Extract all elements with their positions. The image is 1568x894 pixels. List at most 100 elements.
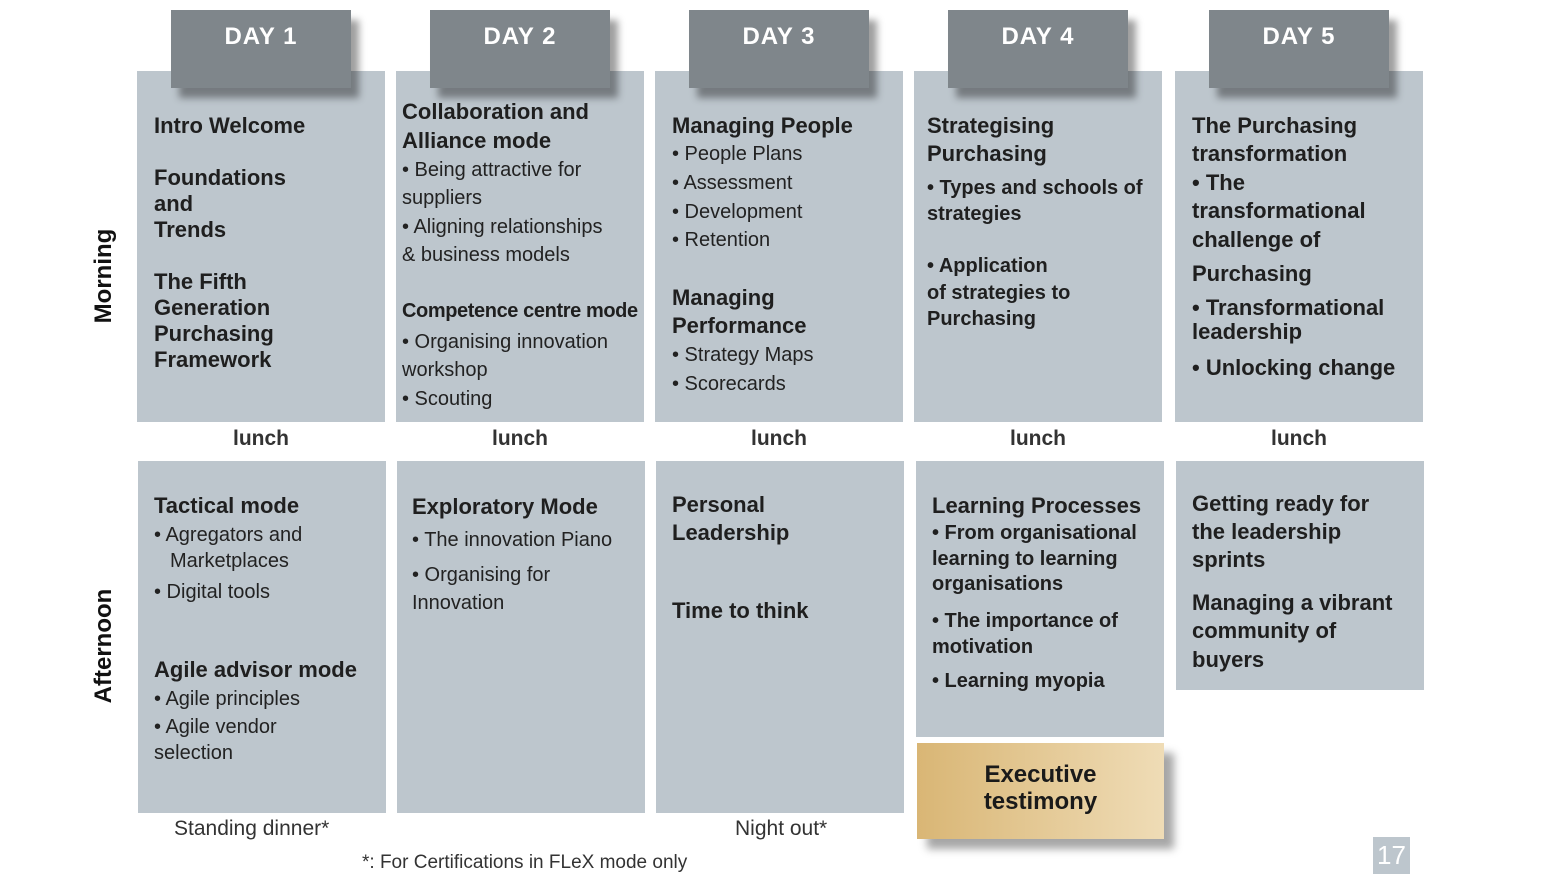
day-1-bullet: • Agregators and [154, 524, 303, 546]
day-4-bullet: strategies [927, 203, 1022, 225]
day-1-footer: Standing dinner* [174, 817, 330, 840]
day-4-heading: Learning Processes [932, 493, 1142, 518]
day-1-heading: Tactical mode [154, 493, 300, 518]
day-4-bullet: • The importance of [932, 610, 1118, 632]
day-5-line: the leadership [1192, 519, 1342, 544]
day-3-bullet: • Scorecards [672, 373, 786, 395]
day-1-morning-line: Generation [154, 295, 271, 320]
day-1-morning-panel: Intro Welcome Foundations and Trends The… [137, 71, 385, 422]
executive-testimony-line: Executive [984, 761, 1097, 788]
day-1-morning-line: and [154, 191, 194, 216]
day-3-bullet: • People Plans [672, 143, 803, 165]
day-4-heading: Purchasing [927, 141, 1047, 166]
day-3-heading: Performance [672, 313, 807, 338]
day-4-lunch: lunch [1010, 427, 1066, 450]
day-3-heading: Time to think [672, 598, 809, 623]
day-3-bullet: • Development [672, 201, 803, 223]
day-2-bullet: workshop [402, 359, 488, 381]
day-5-line: • Transformational [1192, 295, 1385, 320]
day-1-bullet: selection [154, 742, 233, 764]
day-5-line: transformational [1192, 198, 1366, 223]
day-1-morning-line: Intro Welcome [154, 113, 306, 138]
day-2-bullet: Innovation [412, 592, 505, 614]
day-1-morning-line: The Fifth [154, 269, 247, 294]
day-3-header: DAY 3 [689, 10, 869, 88]
day-5-afternoon-panel: Getting ready for the leadership sprints… [1176, 461, 1424, 690]
day-3-bullet: • Assessment [672, 172, 793, 194]
day-1-lunch: lunch [233, 427, 289, 450]
day-2-lunch: lunch [492, 427, 548, 450]
day-3-footer: Night out* [735, 817, 828, 840]
morning-label: Morning [90, 228, 117, 324]
day-2-bullet: • Being attractive for [402, 159, 582, 181]
day-3-heading: Personal [672, 492, 765, 517]
day-3-afternoon-panel: Personal Leadership Time to think [656, 461, 904, 813]
day-5-line: transformation [1192, 141, 1348, 166]
day-2-afternoon-panel: Exploratory Mode • The innovation Piano … [397, 461, 645, 813]
day-4-bullet: of strategies to [927, 282, 1071, 304]
day-2-heading: Exploratory Mode [412, 494, 598, 519]
day-3-heading: Managing People [672, 113, 853, 138]
day-2-header: DAY 2 [430, 10, 610, 88]
day-5-line: Purchasing [1192, 261, 1312, 286]
day-1-bullet: • Agile principles [154, 688, 300, 710]
day-5-line: sprints [1192, 547, 1266, 572]
day-5-lunch: lunch [1271, 427, 1327, 450]
day-5-line: buyers [1192, 647, 1265, 672]
day-1-morning-line: Purchasing [154, 321, 274, 346]
day-4-afternoon-panel: Learning Processes • From organisational… [916, 461, 1164, 737]
day-1-bullet: Marketplaces [170, 550, 289, 572]
day-1-afternoon-panel: Tactical mode • Agregators and Marketpla… [138, 461, 386, 813]
day-2-bullet: • Aligning relationships [402, 216, 603, 238]
day-5-line: • Unlocking change [1192, 355, 1396, 380]
footnote: *: For Certifications in FLeX mode only [362, 852, 688, 873]
day-2-bullet: suppliers [402, 187, 483, 209]
day-2-heading: Alliance mode [402, 128, 552, 153]
day-4-bullet: • From organisational [932, 522, 1137, 544]
day-5-morning-panel: The Purchasing transformation • The tran… [1175, 71, 1423, 422]
day-3-heading: Leadership [672, 520, 790, 545]
day-1-header: DAY 1 [171, 10, 351, 88]
day-4-morning-panel: Strategising Purchasing • Types and scho… [914, 71, 1162, 422]
executive-testimony-line: testimony [983, 788, 1098, 815]
day-2-bullet: • Scouting [402, 388, 493, 410]
day-5-header: DAY 5 [1209, 10, 1389, 88]
day-5-line: challenge of [1192, 227, 1321, 252]
day-2-bullet: • Organising for [412, 564, 551, 586]
day-4-bullet: • Types and schools of [927, 177, 1143, 199]
day-2-heading: Competence centre mode [402, 300, 638, 322]
day-4-bullet: organisations [932, 573, 1064, 595]
day-2-bullet: & business models [402, 244, 570, 266]
day-3-lunch: lunch [751, 427, 807, 450]
day-1-bullet: • Digital tools [154, 581, 270, 603]
day-1-bullet: • Agile vendor [154, 716, 277, 738]
day-4-heading: Strategising [927, 113, 1055, 138]
day-5-line: The Purchasing [1192, 113, 1358, 138]
day-3-bullet: • Strategy Maps [672, 344, 814, 366]
day-5-line: Managing a vibrant [1192, 590, 1393, 615]
day-1-heading: Agile advisor mode [154, 657, 357, 682]
day-2-bullet: • Organising innovation [402, 331, 609, 353]
day-4-bullet: • Learning myopia [932, 670, 1105, 692]
day-3-morning-panel: Managing People • People Plans • Assessm… [655, 71, 903, 422]
day-4-bullet: learning to learning [932, 548, 1118, 570]
day-5-line: • The [1192, 170, 1245, 195]
day-1-morning-line: Framework [154, 347, 272, 372]
day-1-morning-line: Trends [154, 217, 227, 242]
day-5-line: Getting ready for [1192, 491, 1370, 516]
page-number: 17 [1373, 837, 1410, 874]
day-5-line: community of [1192, 618, 1337, 643]
day-5-line: leadership [1192, 319, 1303, 344]
day-2-morning-panel: Collaboration and Alliance mode • Being … [396, 71, 644, 422]
day-1-morning-line: Foundations [154, 165, 286, 190]
executive-testimony-box: Executive testimony [917, 743, 1164, 839]
afternoon-label: Afternoon [90, 588, 117, 704]
day-2-bullet: • The innovation Piano [412, 529, 613, 551]
day-2-heading: Collaboration and [402, 99, 589, 124]
day-4-bullet: Purchasing [927, 308, 1036, 330]
day-4-header: DAY 4 [948, 10, 1128, 88]
day-3-heading: Managing [672, 285, 775, 310]
day-4-bullet: motivation [932, 636, 1034, 658]
day-3-bullet: • Retention [672, 229, 771, 251]
day-4-bullet: • Application [927, 255, 1048, 277]
